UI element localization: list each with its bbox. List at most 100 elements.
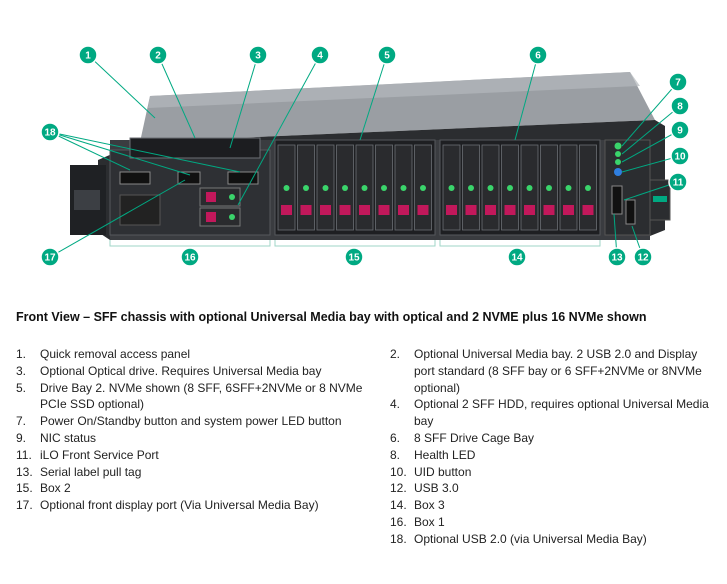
drive-bay [297, 144, 315, 231]
legend-item: 15.Box 2 [16, 480, 376, 497]
drive-bay [414, 144, 432, 231]
legend-item: 10. UID button [390, 464, 720, 481]
legend-item: 5. Drive Bay 2. NVMe shown (8 SFF, 6SFF+2… [16, 380, 376, 414]
callout-1: 1 [78, 45, 98, 65]
legend-number: 9. [16, 430, 27, 445]
callout-3: 3 [248, 45, 268, 65]
callout-number: 4 [317, 51, 323, 62]
drive-bay [336, 144, 354, 231]
drive-bays-box-3 [442, 144, 597, 231]
callout-16: 16 [180, 247, 200, 267]
legend-item: 1. Quick removal access panel [16, 346, 376, 363]
usb-3-port [625, 199, 636, 225]
usb-port-right [227, 171, 259, 185]
callout-number: 6 [535, 51, 541, 62]
callout-number: 9 [677, 126, 683, 137]
callout-10: 10 [670, 146, 690, 166]
callout-17: 17 [40, 247, 60, 267]
callout-leader [49, 179, 186, 258]
drive-bay [481, 144, 500, 231]
uid-button-icon [614, 168, 622, 176]
legend-text: UID button [414, 464, 472, 479]
drive-bay [442, 144, 461, 231]
legend-item: 2.Optional Universal Media bay. 2 USB 2.… [390, 346, 720, 396]
top-panel-shade [148, 72, 640, 108]
legend-number: 7. [16, 414, 27, 429]
callout-leader [621, 81, 679, 147]
legend-text: Box 3 [414, 498, 445, 513]
legend-number: 11. [16, 447, 32, 462]
legend-number: 1. [16, 347, 27, 361]
hdd-2-led [229, 214, 235, 220]
legend-item: 17. Optional front display port (Via Univ… [16, 497, 376, 514]
drive-bay [520, 144, 539, 231]
callout-13: 13 [607, 247, 627, 267]
callout-7: 7 [668, 72, 688, 92]
legend-number: 4. [390, 397, 401, 412]
legend-number: 18. [390, 531, 407, 546]
hdd-2-tag [206, 212, 216, 222]
callout-number: 18 [44, 128, 56, 139]
drive-bay [316, 144, 335, 231]
legend-text: Optional Optical drive. Requires Univers… [40, 363, 322, 378]
legend-number: 5. [16, 380, 27, 395]
hdd-1-tag [206, 192, 216, 202]
callout-number: 1 [85, 51, 91, 62]
legend-text: Box 2 [40, 481, 71, 496]
legend-number: 13. [16, 464, 33, 479]
legend-number: 16. [390, 514, 407, 529]
callout-number: 12 [637, 253, 649, 264]
legend-text: Health LED [414, 447, 476, 462]
callout-leader [359, 54, 388, 141]
legend-text: Optional front display port (Via Univers… [40, 498, 319, 513]
callout-18: 18 [40, 122, 60, 142]
callout-leader [229, 54, 259, 149]
legend-text: 8 SFF Drive Cage Bay [414, 430, 535, 445]
callout-11: 11 [668, 172, 688, 192]
power-button-icon [614, 142, 622, 150]
legend-text: Power On/Standby button and system power… [40, 414, 342, 429]
legend-number: 6. [390, 430, 401, 445]
legend-number: 10. [390, 464, 407, 479]
callout-number: 10 [674, 152, 686, 163]
drive-bay [501, 144, 519, 231]
callout-number: 5 [384, 51, 390, 62]
legend-text: Optional 2 SFF HDD, requires optional Un… [414, 397, 709, 429]
usb-port-left [119, 171, 151, 185]
drive-bays-box-2 [277, 144, 432, 231]
callout-8: 8 [670, 96, 690, 116]
legend-text: Box 1 [414, 514, 445, 529]
ilo-service-port [611, 185, 623, 215]
legend-text: Drive Bay 2. NVMe shown (8 SFF, 6SFF+2NV… [40, 380, 363, 412]
legend-number: 8. [390, 447, 401, 462]
callout-leader [49, 131, 241, 173]
legend-number: 12. [390, 481, 407, 496]
callout-leader [621, 155, 681, 173]
legend-text: NIC status [40, 430, 97, 445]
callout-number: 15 [348, 253, 360, 264]
health-led-icon [615, 151, 621, 157]
legend-item: 6. 8 SFF Drive Cage Bay [390, 430, 720, 447]
callout-number: 17 [44, 253, 56, 264]
callout-number: 8 [677, 102, 683, 113]
drive-bay [462, 144, 480, 231]
legend-item: 12.USB 3.0 [390, 480, 720, 497]
callout-leader [49, 131, 191, 176]
drive-bay [579, 144, 597, 231]
callout-number: 2 [155, 51, 161, 62]
legend-number: 17. [16, 498, 33, 513]
callout-leader [157, 54, 196, 139]
legend-item: 16. Box 1 [390, 514, 720, 531]
callout-12: 12 [633, 247, 653, 267]
callout-5: 5 [377, 45, 397, 65]
legend-text: Quick removal access panel [40, 347, 191, 361]
vent-block [119, 194, 161, 226]
legend-right-column: 2.Optional Universal Media bay. 2 USB 2.… [390, 346, 720, 548]
legend-item: 9. NIC status [16, 430, 376, 447]
drive-bay [277, 144, 296, 231]
legend-item: 7. Power On/Standby button and system pow… [16, 413, 376, 430]
callout-leader [49, 131, 131, 171]
callout-15: 15 [344, 247, 364, 267]
